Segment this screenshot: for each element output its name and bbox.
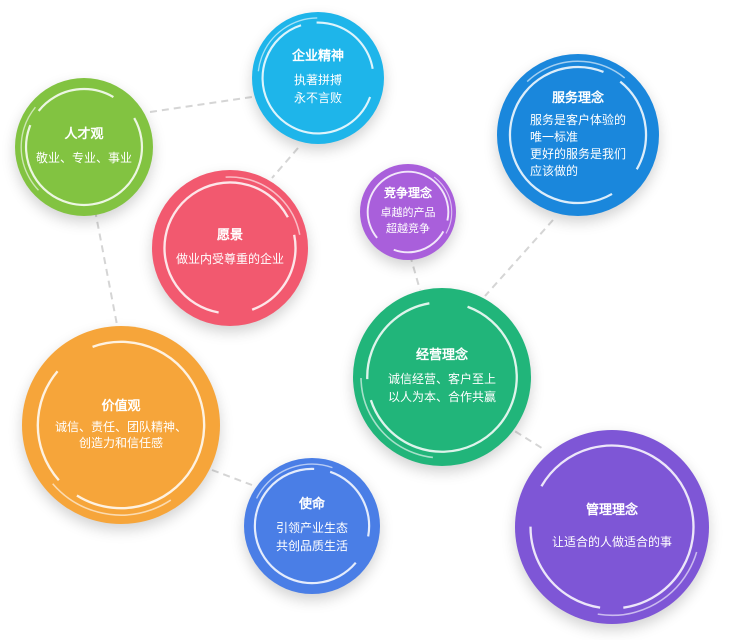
connector-service-operation <box>484 219 554 297</box>
management-text: 让适合的人做适合的事 <box>551 534 672 549</box>
competition-text: 卓越的产品 超越竞争 <box>380 205 436 236</box>
competition-bubble: 竞争理念 卓越的产品 超越竞争 <box>360 164 456 260</box>
talent-bubble: 人才观 敬业、专业、事业 <box>15 78 153 216</box>
connector-talent-spirit <box>149 96 253 113</box>
service-title: 服务理念 <box>551 90 604 106</box>
vision-title: 愿景 <box>216 228 243 244</box>
spirit-text: 执著拼搏 永不言败 <box>293 72 342 105</box>
talent-title: 人才观 <box>64 127 104 143</box>
connector-talent-values <box>94 209 119 331</box>
spirit-title: 企业精神 <box>291 49 344 65</box>
values-title: 价值观 <box>101 398 141 414</box>
ring-decoration <box>20 83 148 211</box>
mission-bubble: 使命 引领产业生态 共创品质生活 <box>244 458 380 594</box>
spirit-bubble: 企业精神 执著拼搏 永不言败 <box>252 12 384 144</box>
operation-text: 诚信经营、客户至上 以人为本、合作共赢 <box>387 371 496 404</box>
connector-values-mission <box>211 469 253 486</box>
ring-decoration <box>158 176 302 320</box>
ring-decoration <box>522 437 702 617</box>
connector-competition-operation <box>409 254 421 291</box>
connector-spirit-vision <box>271 147 299 179</box>
management-bubble: 管理理念 让适合的人做适合的事 <box>515 430 709 624</box>
vision-text: 做业内受尊重的企业 <box>175 251 284 266</box>
operation-bubble: 经营理念 诚信经营、客户至上 以人为本、合作共赢 <box>353 288 531 466</box>
operation-title: 经营理念 <box>415 348 468 364</box>
mission-text: 引领产业生态 共创品质生活 <box>275 520 348 553</box>
competition-title: 竞争理念 <box>383 186 432 201</box>
mission-title: 使命 <box>298 497 325 513</box>
values-bubble: 价值观 诚信、责任、团队精神、 创造力和信任感 <box>22 326 220 524</box>
vision-bubble: 愿景 做业内受尊重的企业 <box>152 170 308 326</box>
values-text: 诚信、责任、团队精神、 创造力和信任感 <box>54 420 187 450</box>
management-title: 管理理念 <box>585 503 638 519</box>
talent-text: 敬业、专业、事业 <box>35 150 132 165</box>
service-text: 服务是客户体验的 唯一标准 更好的服务是我们 应该做的 <box>529 113 626 178</box>
service-bubble: 服务理念 服务是客户体验的 唯一标准 更好的服务是我们 应该做的 <box>497 54 659 216</box>
